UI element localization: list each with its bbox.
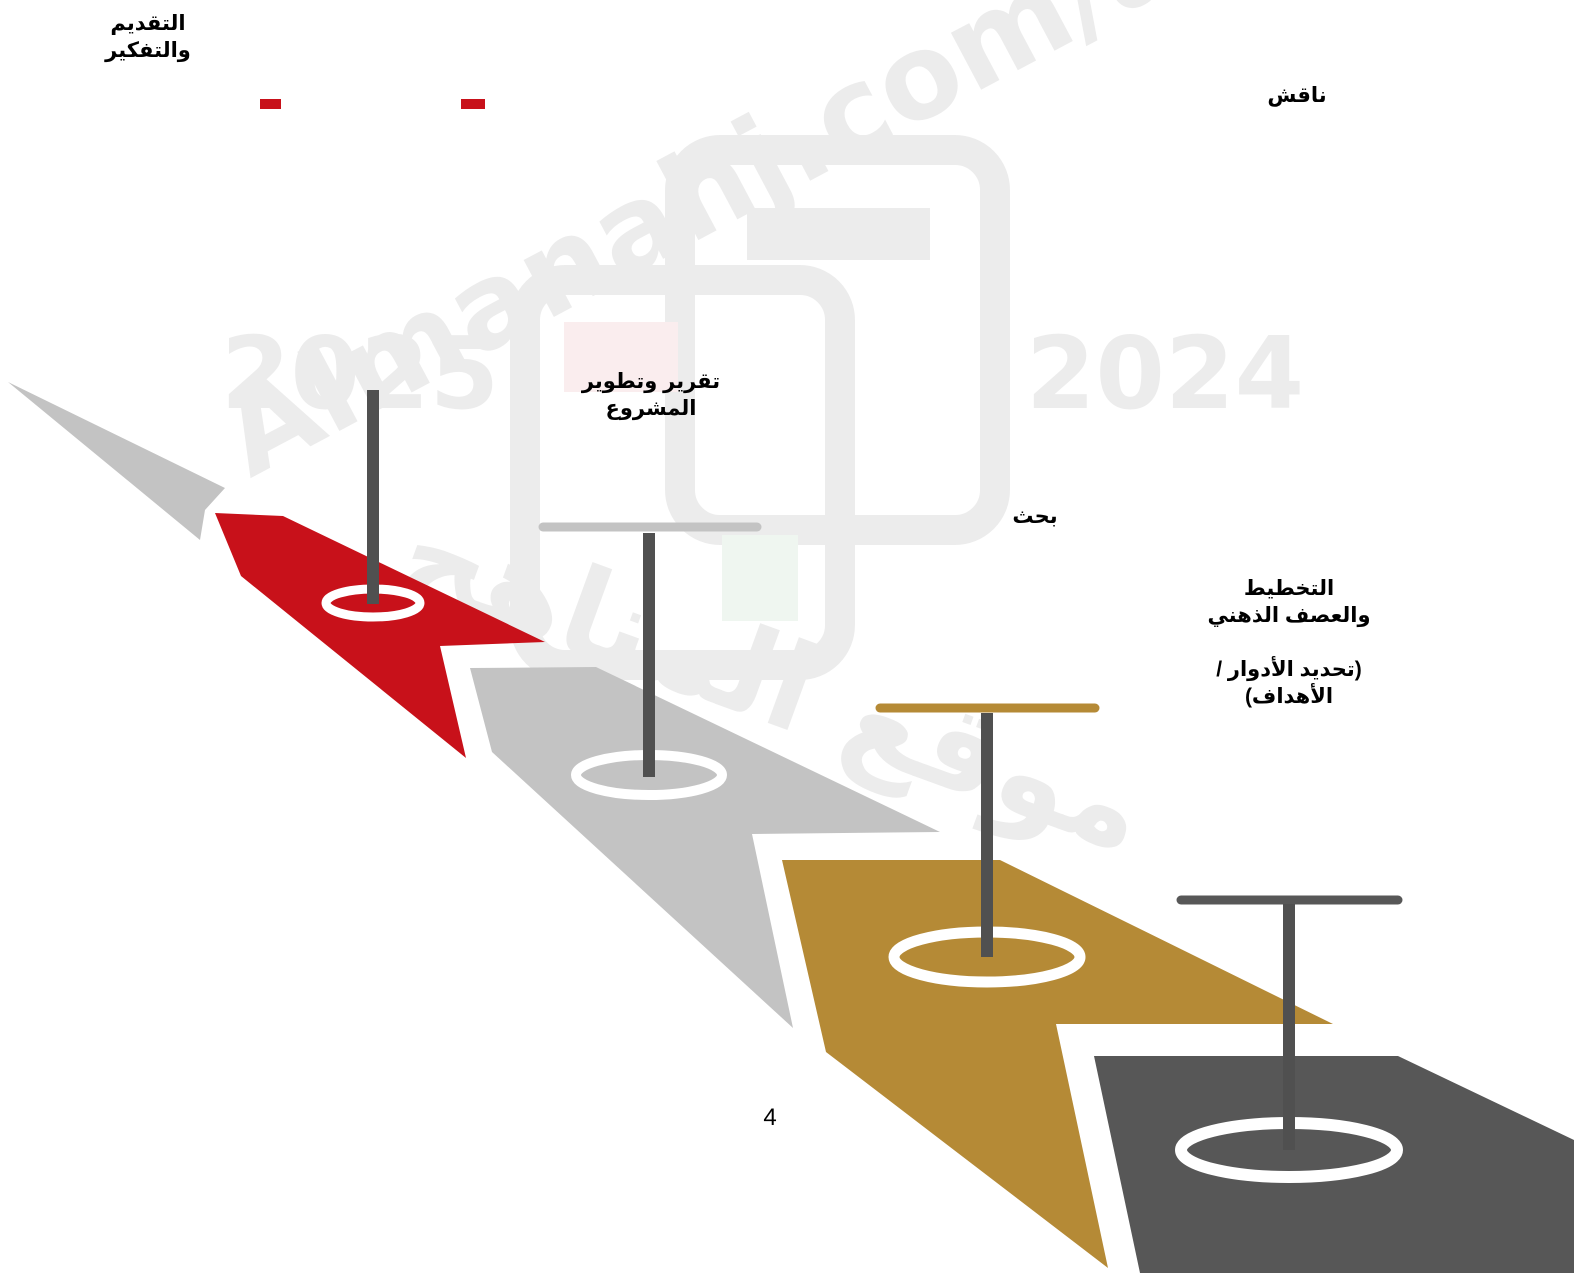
red-marker-left	[260, 99, 281, 109]
label-line: تقرير وتطوير	[578, 368, 724, 395]
label-line: المشروع	[578, 395, 724, 422]
label-line: ناقش	[1262, 82, 1332, 109]
label-research: بحث	[1005, 503, 1065, 530]
label-spacer	[1200, 629, 1378, 656]
label-line: والعصف الذهني	[1200, 602, 1378, 629]
label-discuss: ناقش	[1262, 82, 1332, 109]
label-report: تقرير وتطوير المشروع	[578, 368, 724, 422]
page-number: 4	[755, 1104, 785, 1132]
watermark-year-right: 2024	[1026, 315, 1304, 432]
label-line: (تحديد الأدوار /	[1200, 656, 1378, 683]
label-line: الأهداف)	[1200, 683, 1378, 710]
label-line: بحث	[1005, 503, 1065, 530]
label-line: والتفكير	[100, 37, 196, 64]
label-line: التخطيط	[1200, 575, 1378, 602]
label-planning: التخطيط والعصف الذهني (تحديد الأدوار / ا…	[1200, 575, 1378, 710]
gray-arrow-tip	[8, 382, 225, 540]
label-presentation: التقديم والتفكير	[100, 10, 196, 64]
red-marker-right	[461, 99, 485, 109]
label-line: التقديم	[100, 10, 196, 37]
